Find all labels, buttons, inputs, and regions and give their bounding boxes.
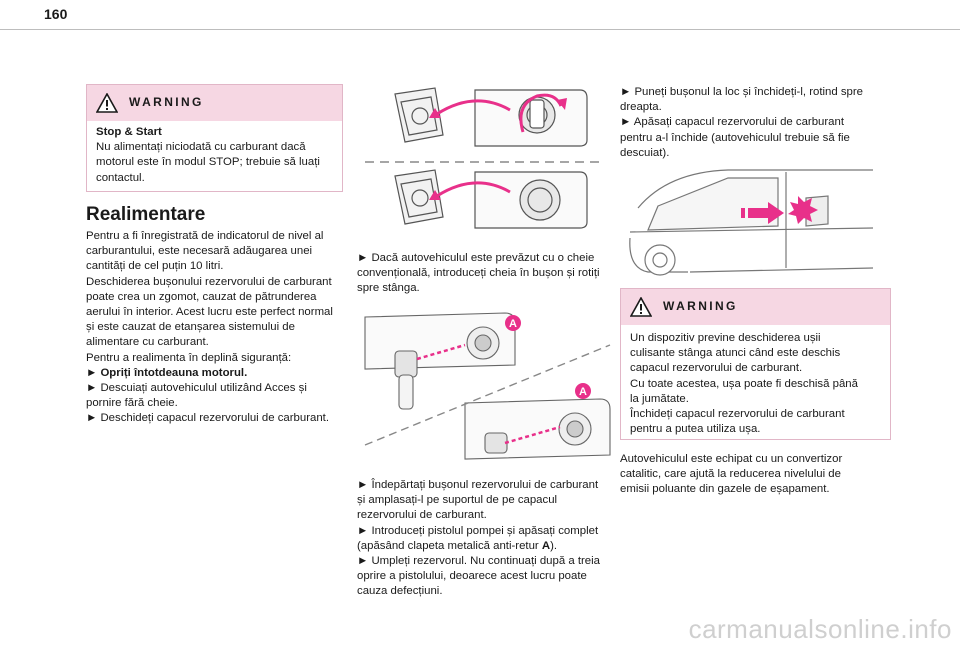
top-rule [0, 29, 960, 30]
warning-header: WARNING [87, 85, 342, 121]
page-number: 160 [44, 6, 68, 22]
warning-line: Un dispozitiv previne deschiderea ușii [630, 332, 821, 344]
catalytic-line: Autovehiculul este echipat cu un convert… [620, 453, 843, 465]
callout-a-bottom-label: A [579, 386, 587, 398]
pink-dash-arrow-top [416, 343, 466, 361]
warning-title: WARNING [129, 95, 204, 109]
cap-key [398, 374, 414, 410]
refuel-line-ref: (apăsând clapeta metalică anti-retur A). [357, 539, 600, 554]
refuel-instructions: ► Îndepărtați bușonul rezervorului de ca… [357, 478, 600, 600]
body-line: Pentru a realimenta în deplină siguranță… [86, 351, 292, 364]
turn-arrow-head-top [429, 108, 441, 118]
push-arrow-body [748, 208, 768, 218]
push-arrow-head [768, 202, 784, 224]
close-line: ► Apăsați capacul rezervorului de carbur… [620, 116, 845, 129]
step-line: ► Deschideți capacul rezervorului de car… [86, 412, 330, 425]
body-line: și este cauzat de etanșarea sistemului d… [86, 321, 295, 334]
refuel-line: ► Introduceți pistolul pompei și apăsați… [357, 524, 599, 537]
refuel-text-a: (apăsând clapeta metalică anti-retur [357, 539, 542, 552]
refuel-line: și amplasați-l pe suportul de pe capacul [357, 494, 558, 507]
cap-top [394, 350, 418, 378]
close-line: descuiat). [620, 146, 670, 159]
warning-line: contactul. [96, 171, 145, 184]
fuel-cap-key-figure [365, 87, 600, 229]
catalytic-line: catalitic, care ajută la reducerea nivel… [620, 468, 841, 481]
van-wheel [644, 244, 676, 276]
body-line: alimentare cu carburant. [86, 336, 209, 349]
body-line: carburantului, este necesară adăugarea u… [86, 245, 313, 258]
step-line: pornire fără cheie. [86, 397, 178, 410]
warning-header: WARNING [621, 289, 890, 325]
warning-text: Un dispozitiv previne deschiderea ușii c… [630, 331, 858, 437]
close-line: pentru a-l închide (autovehiculul trebui… [620, 131, 850, 144]
warning-triangle-icon [96, 93, 118, 113]
close-line: dreapta. [620, 101, 662, 114]
refuel-line: oprire a pistolului, deoarece acest lucr… [357, 570, 587, 583]
warning-text: Stop & Start Nu alimentați niciodată cu … [96, 125, 320, 186]
refuel-line: rezervorului de carburant. [357, 509, 487, 522]
section-body: Pentru a fi înregistrată de indicatorul … [86, 229, 333, 427]
figure-divider-diagonal [364, 344, 611, 446]
van-fuel-flap-figure [629, 169, 873, 276]
catalytic-line: emisii poluante din gazele de eșapament. [620, 483, 830, 496]
warning-line: Închideți capacul rezervorului de carbur… [630, 408, 845, 421]
warning-line: motorul este în modul STOP; trebuie să l… [96, 156, 320, 169]
body-line: aerului în interior. Acest lucru este pe… [86, 306, 333, 319]
pink-dash-arrow-bottom [504, 425, 561, 445]
warning-triangle-icon [630, 297, 652, 317]
key-line: ► Dacă autovehiculul este prevăzut cu o … [357, 252, 595, 264]
refuel-line: ► Îndepărtați bușonul rezervorului de ca… [357, 479, 599, 491]
turn-arrow-top [436, 99, 511, 116]
warning-title: WARNING [663, 299, 738, 313]
fuel-cap-holder-figure: A A [364, 312, 611, 460]
warning-line: Cu toate acestea, ușa poate fi deschisă … [630, 377, 858, 390]
refuel-line: cauza defecțiuni. [357, 585, 443, 598]
key-line: spre stânga. [357, 282, 420, 295]
close-line: ► Puneți bușonul la loc și închideți-l, … [620, 86, 864, 98]
cap-bottom [484, 432, 508, 454]
fuel-flap-open-top [394, 87, 588, 147]
body-line: Deschiderea bușonului rezervorului de ca… [86, 275, 332, 288]
warning-line: capacul rezervorului de carburant. [630, 362, 803, 375]
catalytic-text: Autovehiculul este echipat cu un convert… [620, 452, 842, 498]
refuel-line: ► Umpleți rezervorul. Nu continuați după… [357, 555, 600, 568]
refuel-text-c: ). [550, 539, 558, 552]
watermark: carmanualsonline.info [688, 614, 952, 644]
step-line: ► Descuiați autovehiculul utilizând Acce… [86, 382, 307, 395]
remove-arrow-head-bottom [429, 190, 441, 200]
fuel-flap-open-bottom [394, 169, 588, 229]
body-line: Pentru a fi înregistrată de indicatorul … [86, 230, 324, 242]
key-line: convențională, introduceți cheia în bușo… [357, 267, 600, 280]
warning-line: la jumătate. [630, 392, 689, 405]
close-instructions: ► Puneți bușonul la loc și închideți-l, … [620, 85, 863, 161]
warning-box-sliding-door: WARNING Un dispozitiv previne deschidere… [620, 288, 891, 440]
rotate-arrow-head-top [557, 98, 567, 110]
warning-box-stop-start: WARNING Stop & Start Nu alimentați nicio… [86, 84, 343, 192]
warning-line: culisante stânga atunci când este deschi… [630, 347, 841, 360]
step-bold: ► Opriți întotdeauna motorul. [86, 366, 248, 379]
van-window [647, 177, 779, 231]
callout-a-bottom [575, 383, 591, 399]
callout-a-top-label: A [509, 318, 517, 330]
press-burst-icon [788, 196, 818, 224]
warning-subtitle: Stop & Start [96, 126, 162, 138]
callout-a-top [505, 315, 521, 331]
van-roof [637, 169, 873, 209]
remove-arrow-bottom [436, 181, 511, 198]
rotate-arrow-top [519, 93, 563, 133]
section-heading: Realimentare [86, 204, 206, 225]
push-arrow-dash [741, 208, 745, 218]
refuel-ref-a: A [541, 539, 551, 552]
body-line: cantități de cel puțin 10 litri. [86, 260, 224, 273]
key-instructions: ► Dacă autovehiculul este prevăzut cu o … [357, 251, 600, 297]
body-line: poate crea un zgomot, cauzat de pătrunde… [86, 290, 317, 303]
warning-line: pentru a putea utiliza ușa. [630, 423, 761, 436]
warning-line: Nu alimentați niciodată cu carburant dac… [96, 141, 306, 154]
